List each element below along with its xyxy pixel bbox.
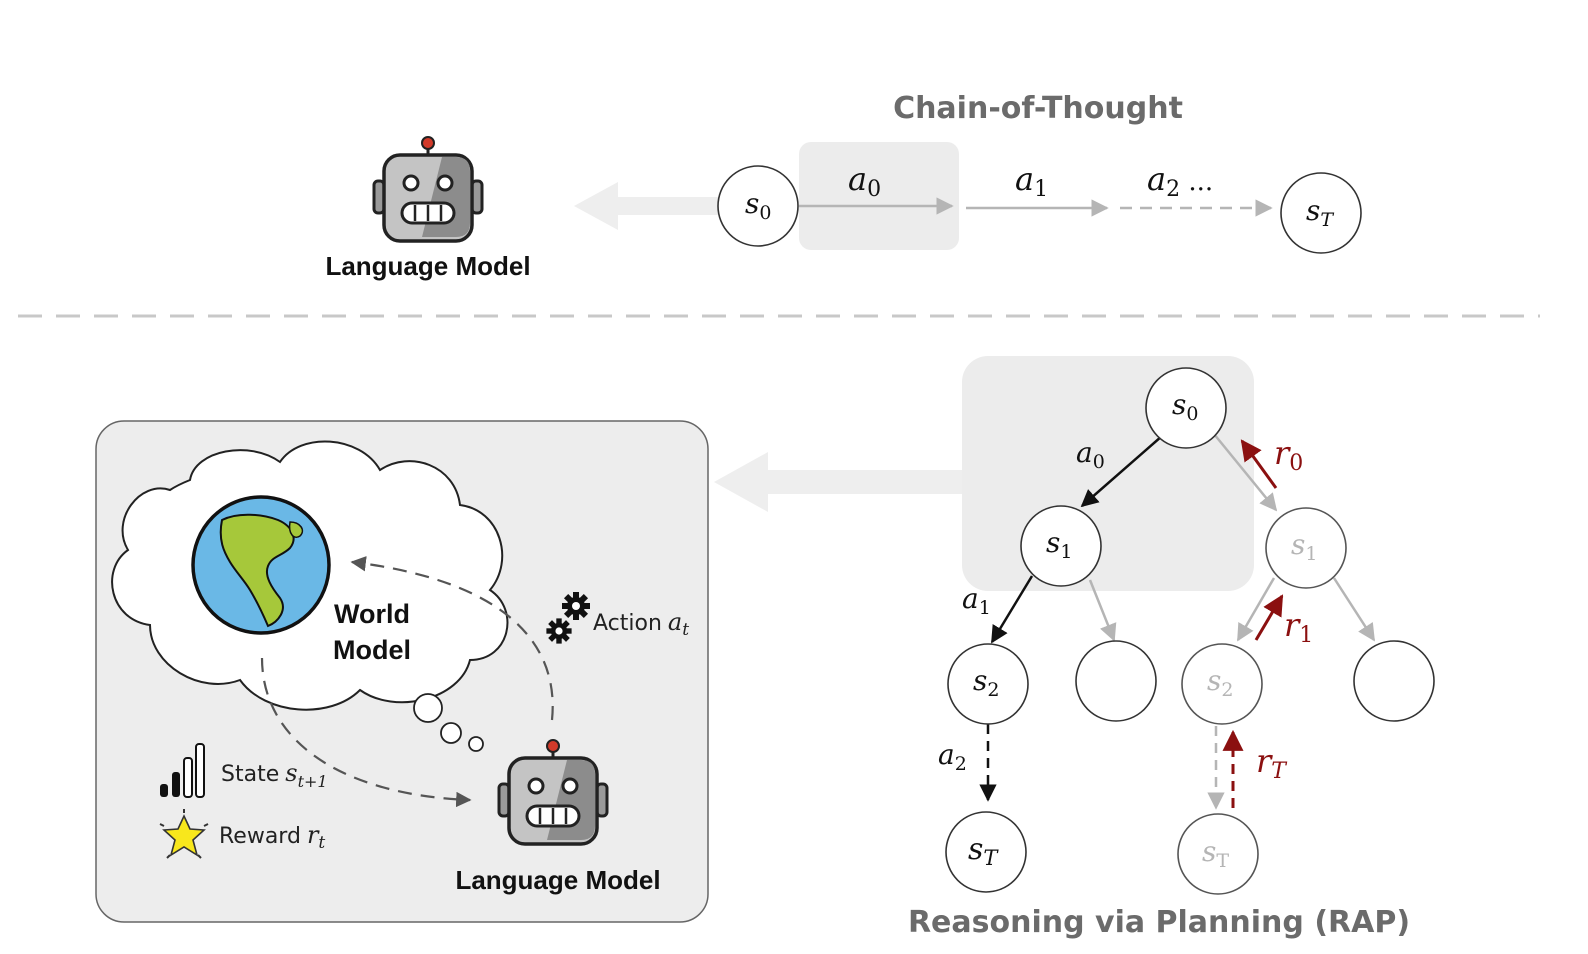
svg-text:s2: s2 <box>1207 664 1233 701</box>
rap-big-arrow <box>714 452 962 512</box>
rap-language-model-label: Language Model <box>455 865 660 895</box>
svg-text:s0: s0 <box>745 187 771 224</box>
svg-text:s1: s1 <box>1046 526 1072 563</box>
rap-title: Reasoning via Planning (RAP) <box>908 905 1410 940</box>
world-model-label-1: World <box>334 599 410 629</box>
tree-reward-r0: r0 <box>1274 434 1303 476</box>
svg-text:s0: s0 <box>1172 388 1198 425</box>
svg-text:sT: sT <box>1202 835 1229 872</box>
reward-arrow-r1 <box>1254 594 1284 641</box>
globe-icon <box>191 495 331 635</box>
edge-s0-s1 <box>1080 435 1163 508</box>
star-icon <box>159 809 209 859</box>
tree-node-empty-2 <box>1353 640 1435 722</box>
cot-node-s0: s0 <box>717 165 799 247</box>
cot-robot-icon <box>372 135 484 243</box>
cot-action-a1: a1 <box>1015 160 1048 202</box>
svg-text:sT: sT <box>1306 194 1334 231</box>
svg-text:s1: s1 <box>1291 528 1317 565</box>
edge-s1f-empty <box>1332 577 1376 642</box>
edge-s1f-s2f <box>1236 577 1276 642</box>
state-loop-arrow <box>260 657 472 808</box>
cot-title: Chain-of-Thought <box>893 91 1183 126</box>
signal-bars-icon <box>160 743 205 798</box>
tree-node-s2: s2 <box>947 643 1029 725</box>
cot-action-a2: a2 ... <box>1147 160 1213 202</box>
tree-node-s1: s1 <box>1020 505 1102 587</box>
tree-reward-r1: r1 <box>1284 606 1313 648</box>
cot-highlight-box <box>799 142 959 250</box>
svg-text:s2: s2 <box>973 664 999 701</box>
svg-text:sT: sT <box>968 832 999 870</box>
cot-language-model-label: Language Model <box>325 251 530 281</box>
cot-node-sT: sT <box>1280 172 1362 254</box>
tree-node-s2-faded: s2 <box>1181 643 1263 725</box>
tree-action-a1: a1 <box>962 582 991 619</box>
cot-action-a0: a0 <box>848 160 881 202</box>
edge-s1-s2 <box>990 575 1034 644</box>
action-loop-arrow <box>350 556 554 721</box>
reward-arrow-r0 <box>1240 439 1278 489</box>
cot-big-arrow <box>574 182 720 230</box>
tree-node-s0: s0 <box>1145 367 1227 449</box>
tree-reward-rT: rT <box>1256 742 1288 784</box>
tree-action-a0: a0 <box>1076 436 1105 473</box>
edge-s1-empty <box>1088 579 1117 642</box>
tree-node-sT-faded: sT <box>1177 813 1259 895</box>
tree-node-sT: sT <box>945 811 1027 893</box>
world-model-label-2: Model <box>333 635 411 665</box>
edge-s0-s1-faded <box>1213 433 1278 512</box>
tree-action-a2: a2 <box>938 738 967 775</box>
tree-node-s1-faded: s1 <box>1265 507 1347 589</box>
tree-node-empty-1 <box>1075 640 1157 722</box>
